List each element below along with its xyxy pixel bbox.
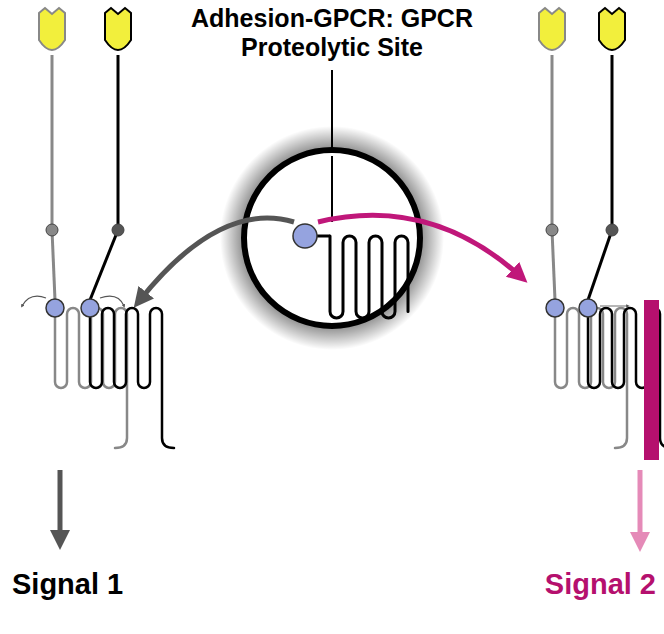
signal-arrow bbox=[638, 470, 643, 542]
stalk bbox=[117, 55, 120, 230]
gps-site bbox=[81, 299, 99, 317]
glow bbox=[220, 126, 444, 350]
leader-line bbox=[331, 156, 333, 222]
glycosylation-dot bbox=[606, 224, 618, 236]
stalk bbox=[90, 230, 118, 300]
stalk bbox=[51, 55, 54, 230]
gps-site bbox=[579, 299, 597, 317]
ntf-domain bbox=[539, 8, 565, 50]
title: Adhesion-GPCR: GPCR Proteolytic Site bbox=[172, 4, 492, 62]
glycosylation-dot bbox=[112, 224, 124, 236]
leader-line bbox=[331, 70, 333, 150]
stalk bbox=[52, 230, 55, 300]
arrow-signal-2 bbox=[318, 215, 520, 276]
ntf-domain bbox=[105, 8, 131, 50]
gps-site bbox=[293, 224, 317, 248]
signal-label: Signal 2 bbox=[545, 568, 656, 601]
zoom-circle bbox=[244, 150, 420, 326]
ntf-domain bbox=[39, 8, 65, 50]
gpcr-serpentine bbox=[555, 308, 627, 448]
glycosylation-dot bbox=[546, 224, 558, 236]
interaction-arrow bbox=[22, 296, 46, 306]
gps-site bbox=[46, 299, 64, 317]
gps-site bbox=[546, 299, 564, 317]
stalk bbox=[611, 55, 614, 230]
stalk bbox=[552, 230, 555, 300]
ntf-domain bbox=[599, 8, 625, 50]
interaction-arrow bbox=[100, 296, 124, 306]
interaction-arrow bbox=[600, 305, 628, 306]
signal-arrow bbox=[58, 470, 63, 540]
gpcr-serpentine bbox=[90, 308, 174, 448]
signal-label: Signal 1 bbox=[12, 568, 123, 601]
gpcr-serpentine bbox=[330, 236, 408, 318]
stalk bbox=[588, 230, 612, 300]
arrow-signal-1 bbox=[140, 218, 294, 300]
stalk bbox=[551, 55, 554, 230]
ligand-bar bbox=[644, 300, 659, 460]
glycosylation-dot bbox=[46, 224, 58, 236]
